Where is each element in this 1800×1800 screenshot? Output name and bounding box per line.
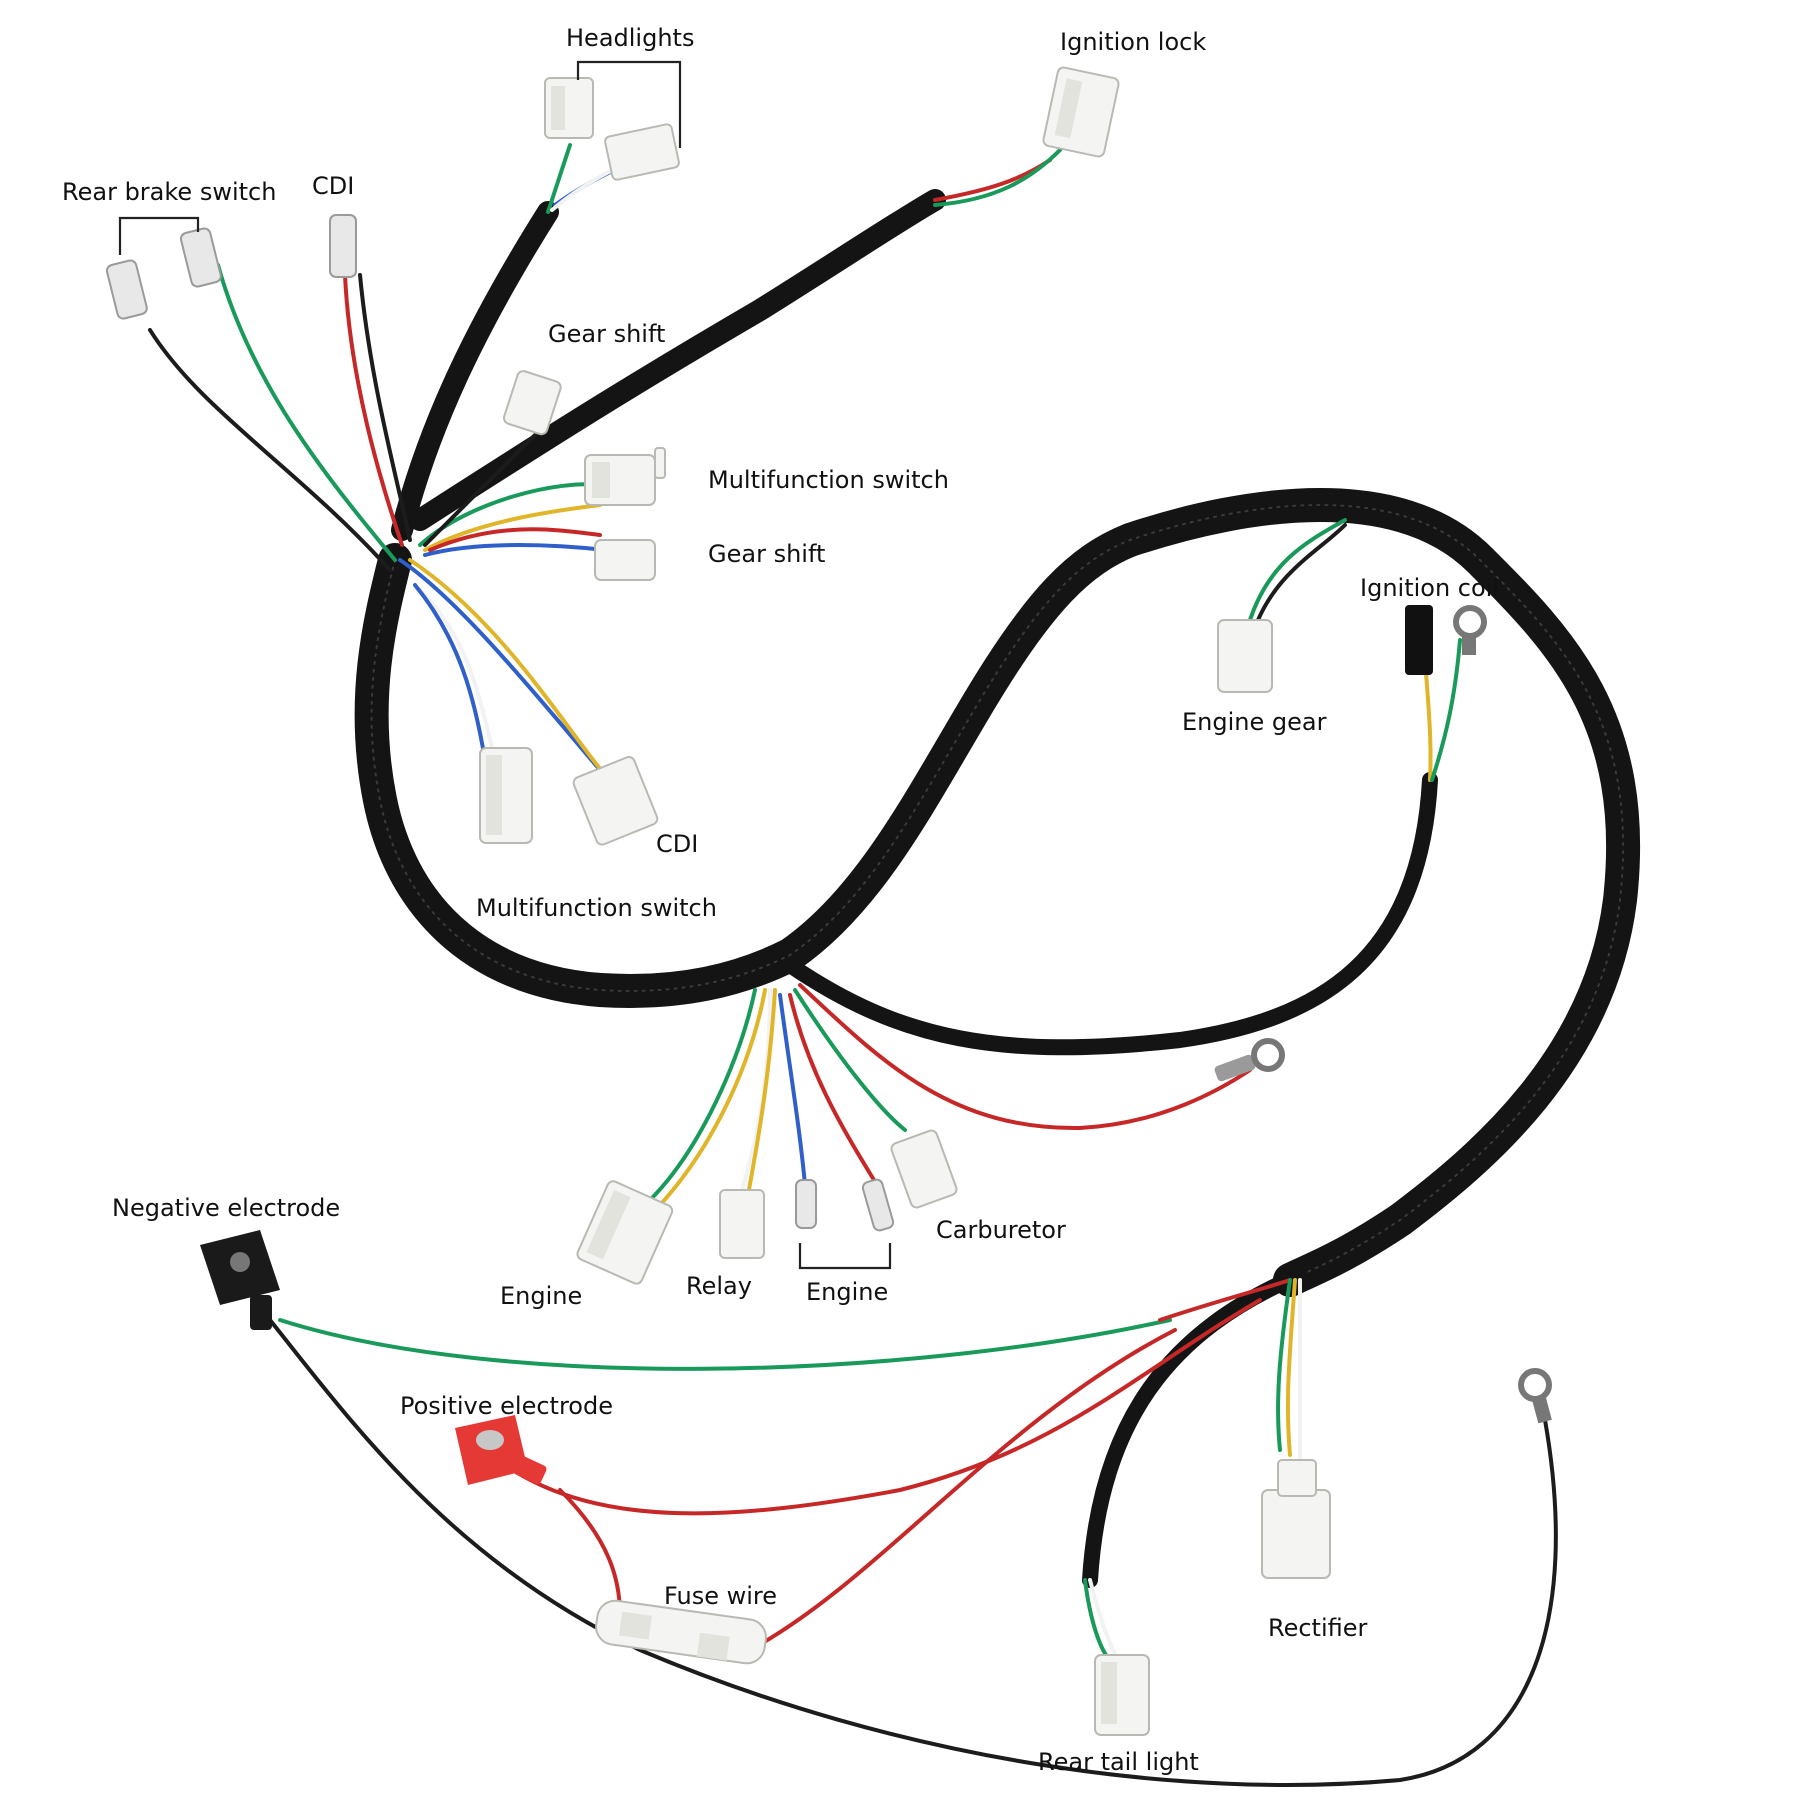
ignition-lock-trunk — [409, 189, 946, 531]
rear-brake-switch-bracket — [118, 216, 200, 255]
multifunction-switch-top-connector — [584, 447, 666, 506]
engine-left-connector — [576, 1180, 674, 1285]
ground-ring-terminal — [1518, 1368, 1552, 1424]
rear-brake-switch-connector — [105, 227, 222, 320]
label-engine-left: Engine — [500, 1282, 582, 1310]
tail-light-branch — [1082, 1267, 1308, 1588]
label-cdi-mid: CDI — [656, 830, 698, 858]
cdi-top-connector — [329, 214, 357, 278]
label-gear-shift-mid: Gear shift — [708, 540, 825, 568]
carburetor-connector — [890, 1129, 958, 1209]
red-wire-ring-terminal — [1214, 1038, 1285, 1082]
main-harness-loop — [354, 488, 1641, 1297]
label-ignition-coil: Ignition coil — [1360, 574, 1499, 602]
headlights-bracket — [576, 60, 682, 148]
wires — [148, 143, 1558, 1787]
label-rear-tail-light: Rear tail light — [1038, 1748, 1199, 1776]
fuse-holder — [595, 1599, 767, 1665]
label-brackets — [118, 60, 892, 1270]
rectifier-connector — [1261, 1459, 1331, 1579]
label-gear-shift-top: Gear shift — [548, 320, 665, 348]
rear-tail-light-connector — [1094, 1654, 1150, 1736]
label-fuse-wire: Fuse wire — [664, 1582, 777, 1610]
headlight-trunk — [391, 201, 559, 541]
ignition-coil-branch — [782, 772, 1438, 1056]
multifunction-switch-bottom-connector — [479, 747, 533, 844]
ignition-coil-connector — [1405, 605, 1487, 675]
connectors — [105, 66, 1552, 1736]
gear-shift-top-connector — [502, 370, 562, 436]
positive-electrode-terminal — [455, 1415, 547, 1485]
label-cdi-top: CDI — [312, 172, 354, 200]
negative-electrode-terminal — [200, 1230, 280, 1330]
label-relay: Relay — [686, 1272, 752, 1300]
ignition-lock-connector — [1042, 66, 1120, 158]
relay-connector — [719, 1189, 765, 1259]
label-carburetor: Carburetor — [936, 1216, 1066, 1244]
engine-pair-bracket — [798, 1243, 892, 1270]
label-negative-electrode: Negative electrode — [112, 1194, 340, 1222]
label-multifunction-switch-top: Multifunction switch — [708, 466, 949, 494]
label-engine-pair: Engine — [806, 1278, 888, 1306]
label-multifunction-switch-bottom: Multifunction switch — [476, 894, 717, 922]
label-rear-brake-switch: Rear brake switch — [62, 178, 276, 206]
headlights-connector — [544, 77, 680, 181]
label-headlights: Headlights — [566, 24, 694, 52]
harness-sleeves — [354, 189, 1641, 1588]
label-rectifier: Rectifier — [1268, 1614, 1368, 1642]
gear-shift-mid-connector — [594, 539, 656, 581]
label-engine-gear: Engine gear — [1182, 708, 1327, 736]
engine-gear-connector — [1217, 619, 1273, 693]
label-ignition-lock: Ignition lock — [1060, 28, 1206, 56]
labels: Headlights Ignition lock Rear brake swit… — [62, 24, 1499, 1776]
engine-pair-connector — [795, 1178, 895, 1232]
label-positive-electrode: Positive electrode — [400, 1392, 613, 1420]
cdi-mid-connector — [572, 756, 659, 846]
